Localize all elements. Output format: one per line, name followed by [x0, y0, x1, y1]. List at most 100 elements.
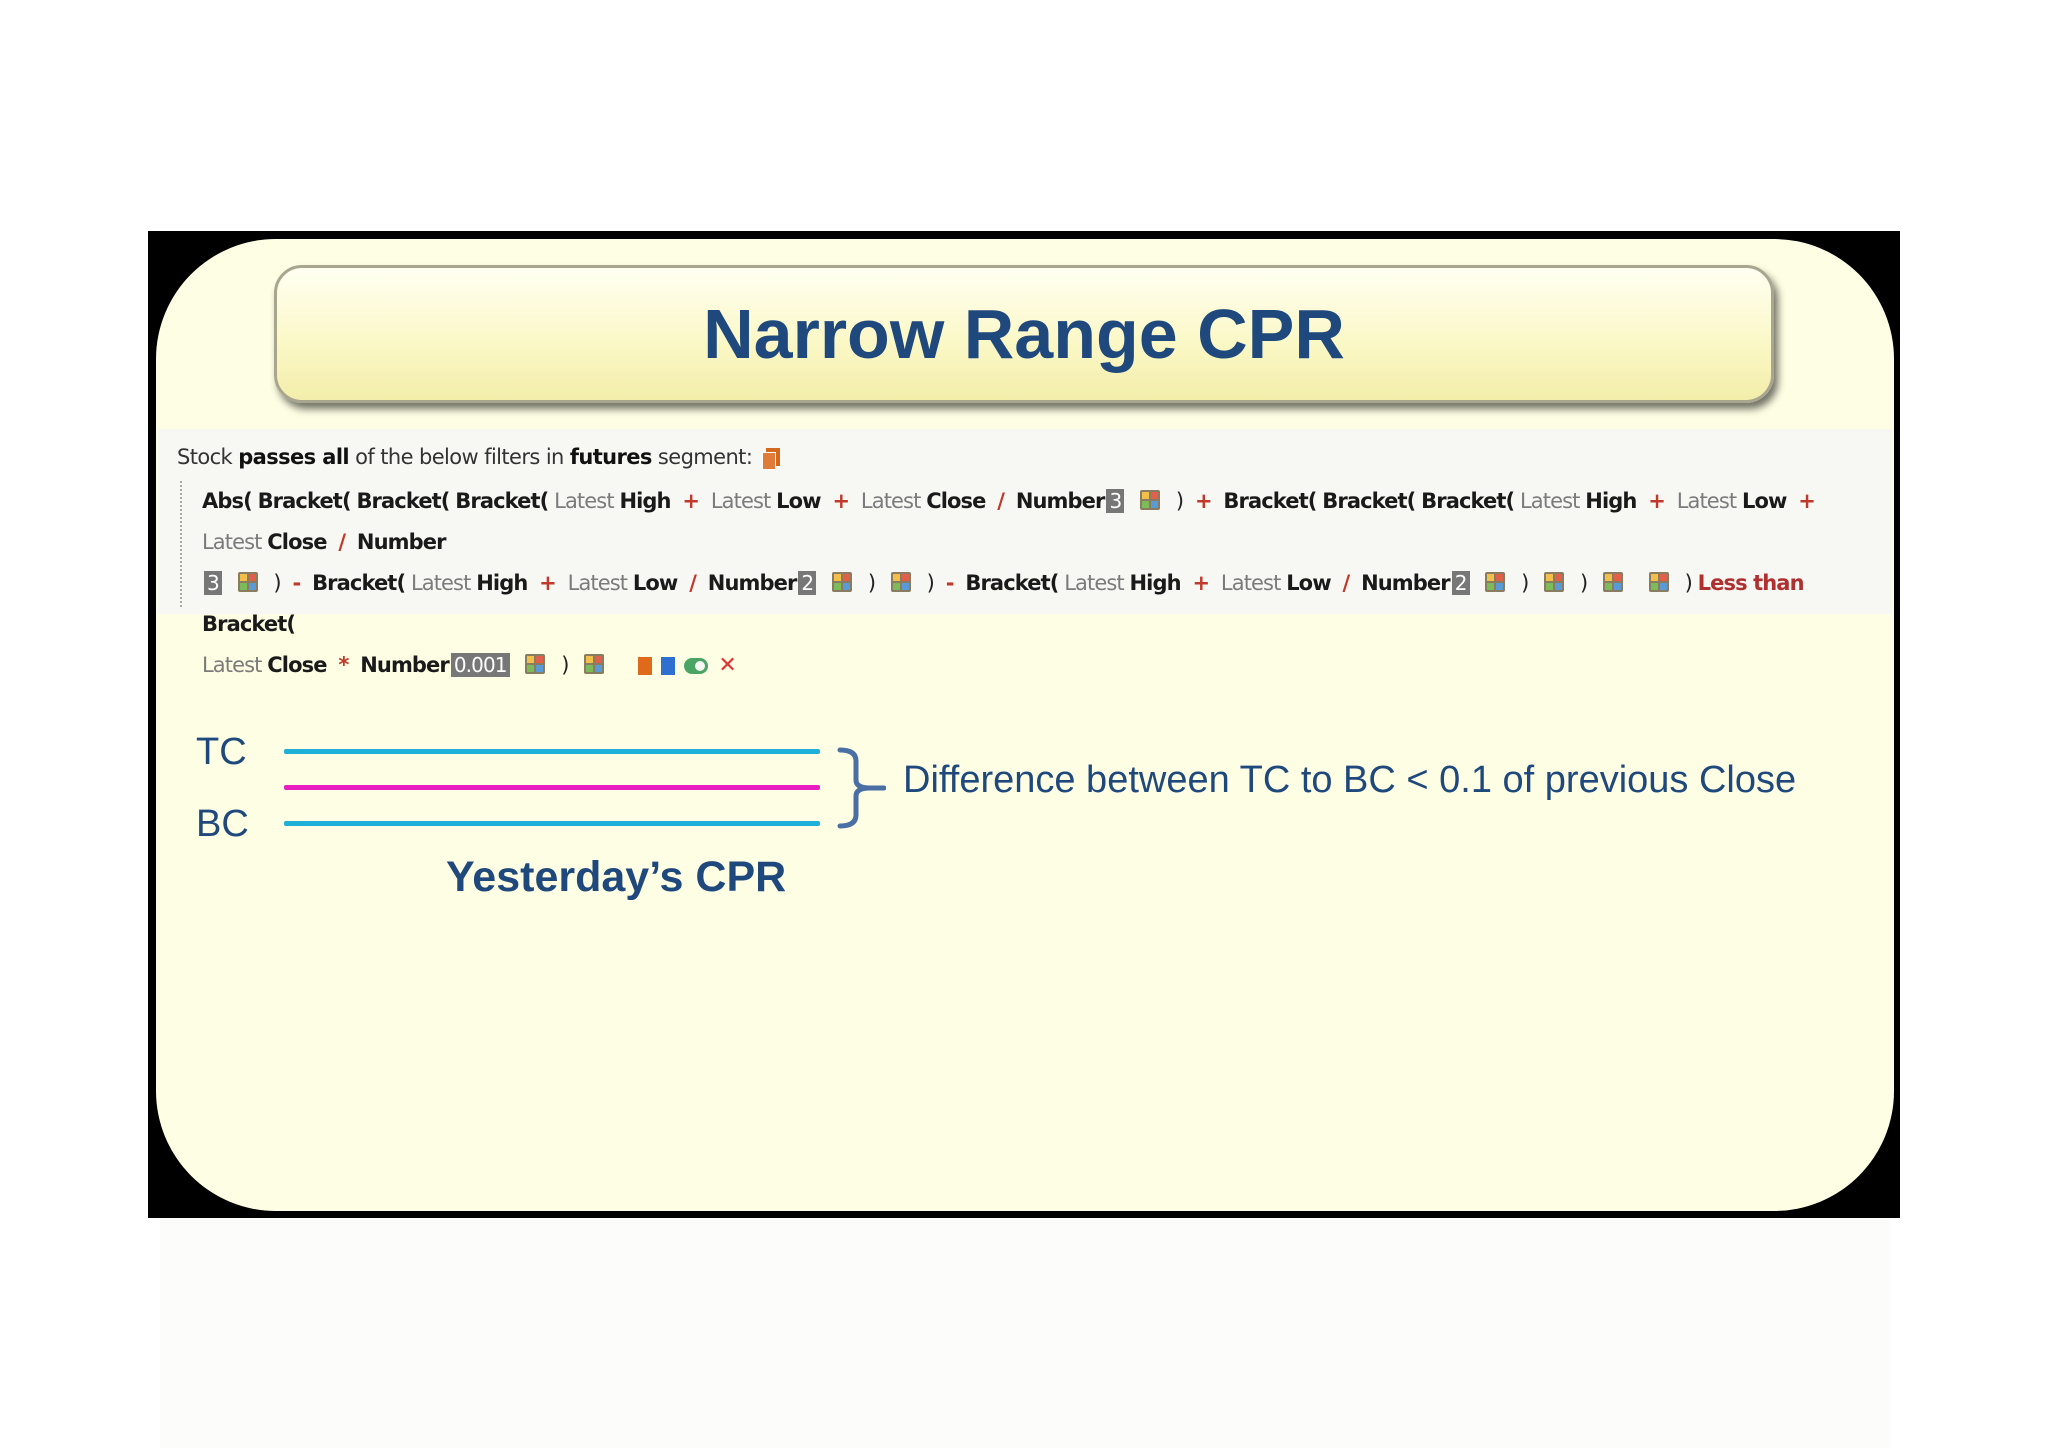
- token-number[interactable]: Number: [360, 653, 450, 677]
- tc-label: TC: [196, 731, 247, 773]
- operator-plus[interactable]: +: [1194, 489, 1213, 513]
- token-rparen[interactable]: ): [1684, 571, 1693, 595]
- token-bracket[interactable]: Bracket(: [455, 489, 549, 513]
- token-bracket[interactable]: Bracket(: [965, 571, 1059, 595]
- token-latest[interactable]: Latest: [1064, 571, 1124, 595]
- token-rparen[interactable]: ): [1175, 489, 1184, 513]
- page-bottom: [160, 1218, 1890, 1448]
- token-close[interactable]: Close: [926, 489, 986, 513]
- header-passes-all: passes all: [238, 445, 350, 469]
- token-rparen[interactable]: ): [1521, 571, 1529, 595]
- token-less-than[interactable]: Less than: [1697, 571, 1805, 595]
- number-value[interactable]: 2: [798, 571, 817, 595]
- toggle-icon[interactable]: [683, 658, 708, 674]
- operator-divide[interactable]: /: [997, 489, 1005, 513]
- calculator-icon[interactable]: [1603, 572, 1624, 592]
- token-latest[interactable]: Latest: [410, 571, 471, 595]
- right-brace-icon: [837, 747, 886, 829]
- token-bracket[interactable]: Bracket(: [202, 612, 296, 636]
- duplicate-icon[interactable]: [660, 657, 675, 675]
- operator-minus[interactable]: -: [292, 571, 301, 595]
- token-latest[interactable]: Latest: [860, 489, 921, 513]
- header-suffix: segment:: [657, 445, 753, 469]
- token-close[interactable]: Close: [267, 530, 327, 554]
- token-abs[interactable]: Abs(: [202, 489, 253, 513]
- operator-plus[interactable]: +: [1192, 571, 1210, 595]
- token-latest[interactable]: Latest: [567, 571, 628, 595]
- token-latest[interactable]: Latest: [1520, 489, 1580, 513]
- header-prefix: Stock: [177, 445, 233, 469]
- token-number[interactable]: Number: [356, 530, 447, 554]
- token-high[interactable]: High: [1129, 571, 1182, 595]
- token-bracket[interactable]: Bracket(: [312, 571, 406, 595]
- token-latest[interactable]: Latest: [202, 530, 262, 554]
- bc-line: [284, 821, 820, 826]
- header-middle: of the below filters in: [355, 445, 564, 469]
- number-value[interactable]: 3: [1106, 489, 1125, 513]
- token-bracket[interactable]: Bracket(: [1223, 489, 1317, 513]
- token-low[interactable]: Low: [632, 571, 678, 595]
- calculator-icon[interactable]: [1544, 572, 1565, 592]
- operator-multiply[interactable]: *: [338, 653, 349, 677]
- number-value[interactable]: 2: [1451, 571, 1470, 595]
- diagram-caption: Yesterday’s CPR: [446, 853, 787, 901]
- calculator-icon[interactable]: [237, 572, 258, 592]
- operator-plus[interactable]: +: [1648, 489, 1666, 513]
- operator-divide[interactable]: /: [338, 530, 346, 554]
- token-rparen[interactable]: ): [561, 653, 569, 677]
- token-bracket[interactable]: Bracket(: [1421, 489, 1515, 513]
- calculator-icon[interactable]: [525, 654, 546, 674]
- calculator-icon[interactable]: [1485, 572, 1506, 592]
- token-high[interactable]: High: [476, 571, 528, 595]
- token-bracket[interactable]: Bracket(: [1322, 489, 1416, 513]
- scanner-header: Stock passes all of the below filters in…: [177, 445, 781, 470]
- number-value[interactable]: 0.001: [450, 653, 510, 677]
- operator-divide[interactable]: /: [1342, 571, 1351, 595]
- copy-icon[interactable]: [638, 657, 653, 675]
- pivot-line: [284, 785, 820, 790]
- token-number[interactable]: Number: [707, 571, 798, 595]
- calculator-icon[interactable]: [832, 572, 853, 592]
- token-latest[interactable]: Latest: [1676, 489, 1737, 513]
- token-number[interactable]: Number: [1361, 571, 1451, 595]
- operator-plus[interactable]: +: [1798, 489, 1816, 513]
- tc-line: [284, 749, 820, 754]
- slide-frame: Narrow Range CPR Stock passes all of the…: [148, 231, 1900, 1218]
- operator-plus[interactable]: +: [539, 571, 557, 595]
- token-close[interactable]: Close: [267, 653, 327, 677]
- token-rparen[interactable]: ): [867, 571, 876, 595]
- calculator-icon[interactable]: [1140, 490, 1161, 510]
- token-low[interactable]: Low: [1741, 489, 1787, 513]
- token-latest[interactable]: Latest: [1220, 571, 1281, 595]
- token-latest[interactable]: Latest: [202, 653, 262, 677]
- token-high[interactable]: High: [1585, 489, 1637, 513]
- close-icon[interactable]: ✕: [718, 653, 736, 678]
- difference-annotation: Difference between TC to BC < 0.1 of pre…: [903, 759, 1797, 801]
- token-bracket[interactable]: Bracket(: [356, 489, 450, 513]
- header-segment: futures: [569, 445, 653, 469]
- token-latest[interactable]: Latest: [710, 489, 771, 513]
- scanner-panel: Stock passes all of the below filters in…: [158, 429, 1892, 678]
- token-low[interactable]: Low: [1286, 571, 1331, 595]
- token-bracket[interactable]: Bracket(: [257, 489, 352, 513]
- operator-plus[interactable]: +: [832, 489, 850, 513]
- calculator-icon[interactable]: [890, 572, 911, 592]
- operator-divide[interactable]: /: [689, 571, 697, 595]
- operator-plus[interactable]: +: [682, 489, 700, 513]
- slide-title: Narrow Range CPR: [703, 295, 1345, 373]
- calculator-icon[interactable]: [1648, 572, 1669, 592]
- token-rparen[interactable]: ): [273, 571, 281, 595]
- number-value[interactable]: 3: [204, 571, 222, 595]
- operator-minus[interactable]: -: [945, 571, 955, 595]
- token-rparen[interactable]: ): [1579, 571, 1588, 595]
- token-latest[interactable]: Latest: [554, 489, 614, 513]
- token-low[interactable]: Low: [776, 489, 821, 513]
- filter-formula: Abs( Bracket( Bracket( Bracket( Latest H…: [180, 481, 1870, 678]
- title-box: Narrow Range CPR: [274, 265, 1774, 403]
- token-rparen[interactable]: ): [926, 571, 935, 595]
- calculator-icon[interactable]: [584, 654, 605, 674]
- token-high[interactable]: High: [619, 489, 671, 513]
- slide: Narrow Range CPR Stock passes all of the…: [156, 239, 1894, 1211]
- copy-icon[interactable]: [762, 448, 781, 470]
- token-number[interactable]: Number: [1015, 489, 1106, 513]
